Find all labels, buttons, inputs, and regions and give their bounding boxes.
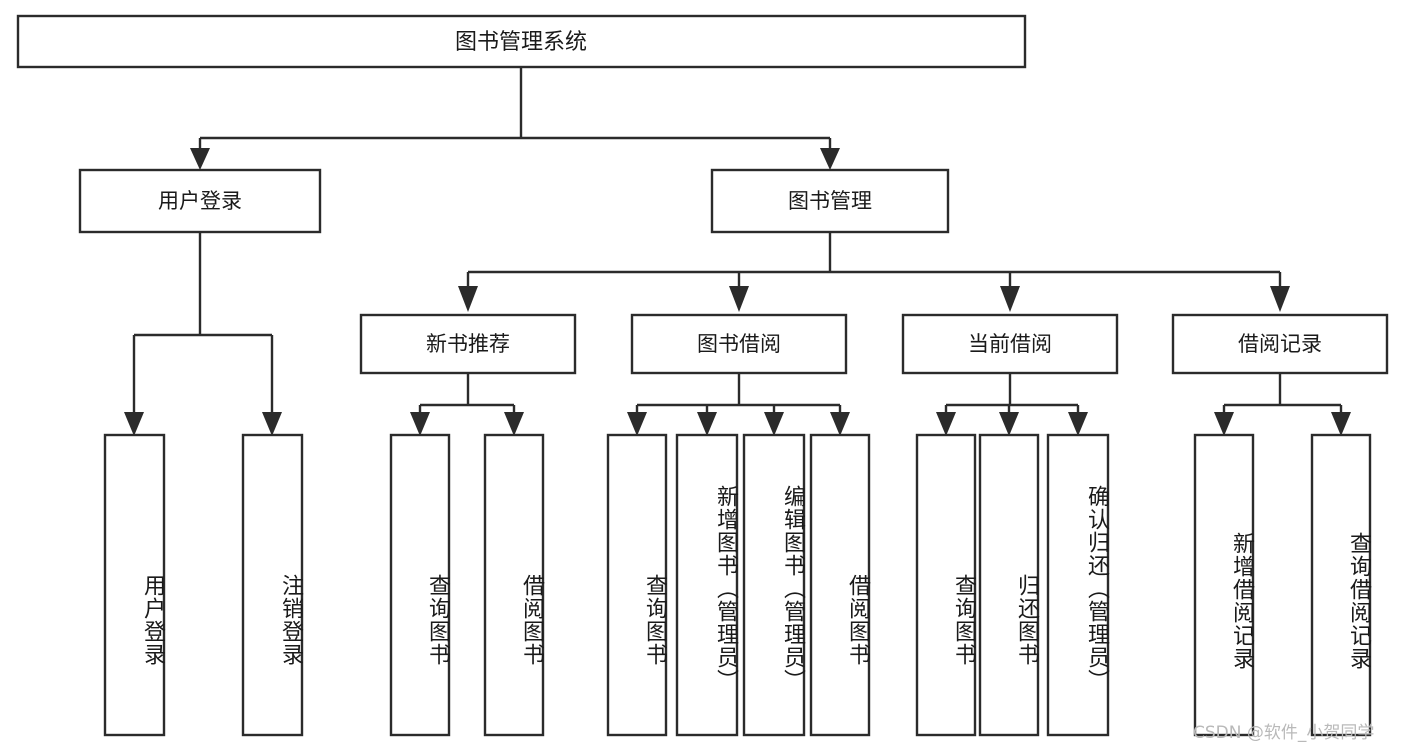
connector-group-book-manage (458, 232, 1290, 312)
node-box-leaf-query-record[interactable] (1310, 433, 1372, 737)
node-box-leaf-query-book-1[interactable] (389, 433, 451, 737)
node-box-leaf-add-record[interactable] (1193, 433, 1255, 737)
arrowhead-leaf-query-book-1 (410, 412, 430, 436)
node-box-leaf-edit-book[interactable] (742, 433, 806, 737)
arrowhead-leaf-borrow-book-1 (504, 412, 524, 436)
node-label-root: 图书管理系统 (455, 30, 587, 55)
arrowhead-leaf-return-book (999, 412, 1019, 436)
node-box-leaf-add-book[interactable] (675, 433, 739, 737)
node-box-leaf-logout[interactable] (241, 433, 304, 737)
arrowhead-book-manage (820, 148, 840, 170)
connector-group-root (190, 67, 840, 170)
arrowhead-leaf-add-book (697, 412, 717, 436)
node-box-borrow-record[interactable] (1171, 313, 1389, 375)
arrowhead-leaf-logout (262, 412, 282, 436)
node-box-leaf-query-book-2[interactable] (606, 433, 668, 737)
node-box-current-borrow[interactable] (901, 313, 1119, 375)
node-label-borrow-record: 借阅记录 (1238, 332, 1322, 356)
connector-group-book-borrow (627, 373, 850, 436)
arrowhead-leaf-user-login (124, 412, 144, 436)
arrowhead-book-borrow (729, 286, 749, 312)
arrowhead-user-login (190, 148, 210, 170)
node-label-user-login: 用户登录 (158, 189, 242, 213)
node-box-leaf-query-book-3[interactable] (915, 433, 977, 737)
node-box-leaf-return-book[interactable] (978, 433, 1040, 737)
arrowhead-leaf-add-record (1214, 412, 1234, 436)
node-box-book-manage[interactable] (710, 168, 950, 234)
arrowhead-leaf-edit-book (764, 412, 784, 436)
connector-group-current-borrow (936, 373, 1088, 436)
node-box-root[interactable] (16, 14, 1027, 69)
node-box-user-login[interactable] (78, 168, 322, 234)
node-box-leaf-borrow-book-2[interactable] (809, 433, 871, 737)
arrowhead-leaf-borrow-book-2 (830, 412, 850, 436)
watermark-text: CSDN @软件_小贺同学 (1193, 723, 1375, 743)
arrowhead-leaf-confirm-return (1068, 412, 1088, 436)
arrowhead-leaf-query-book-3 (936, 412, 956, 436)
arrowhead-new-book-recommend (458, 286, 478, 312)
node-label-new-book-recommend: 新书推荐 (426, 332, 510, 356)
node-label-book-manage: 图书管理 (788, 189, 872, 213)
node-box-leaf-user-login[interactable] (103, 433, 166, 737)
arrowhead-leaf-query-book-2 (627, 412, 647, 436)
arrowhead-current-borrow (1000, 286, 1020, 312)
connector-group-new-book-recommend (410, 373, 524, 436)
node-box-leaf-borrow-book-1[interactable] (483, 433, 545, 737)
connector-group-borrow-record (1214, 373, 1351, 436)
node-label-book-borrow: 图书借阅 (697, 332, 781, 356)
arrowhead-leaf-query-record (1331, 412, 1351, 436)
node-box-leaf-confirm-return[interactable] (1046, 433, 1110, 737)
arrowhead-borrow-record (1270, 286, 1290, 312)
node-box-book-borrow[interactable] (630, 313, 848, 375)
node-box-new-book-recommend[interactable] (359, 313, 577, 375)
connector-group-user-login (124, 232, 282, 436)
node-label-current-borrow: 当前借阅 (968, 332, 1052, 356)
